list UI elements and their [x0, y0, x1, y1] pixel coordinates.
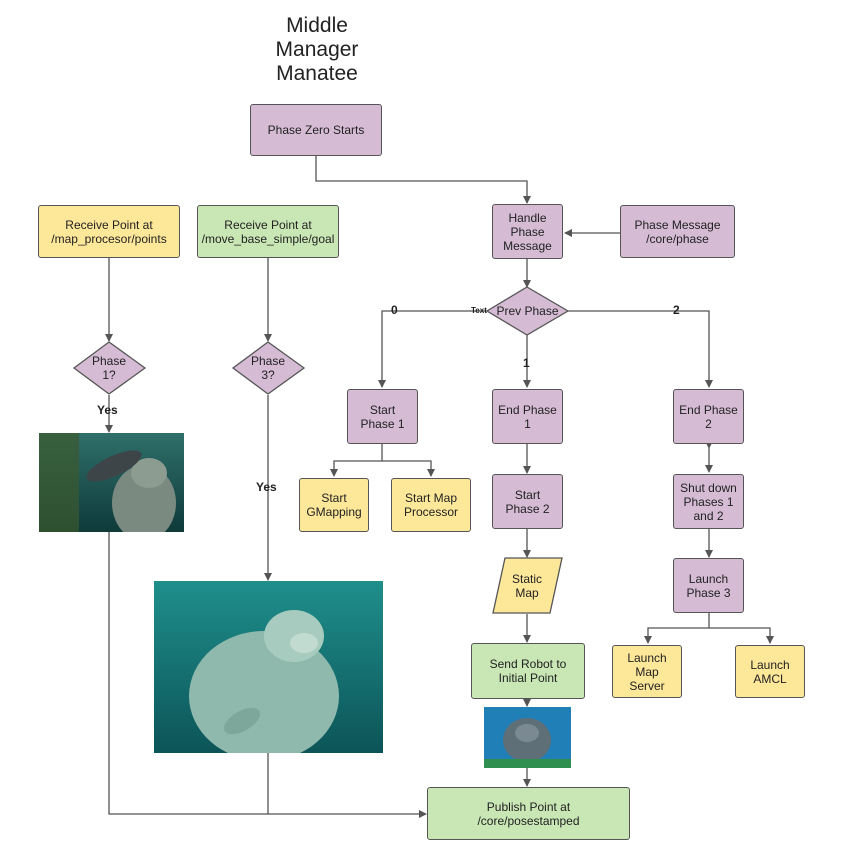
- node-handle-phase-message: Handle Phase Message: [492, 204, 563, 259]
- node-shut-down-phases: Shut down Phases 1 and 2: [673, 474, 744, 529]
- node-receive-point-map-processor: Receive Point at /map_procesor/points: [38, 205, 180, 258]
- edge-label-yes-middle: Yes: [256, 480, 277, 494]
- manatee-photo-middle: [154, 581, 383, 753]
- edge-prev-2: [568, 310, 713, 388]
- edge-sp1-gmapping: [330, 444, 383, 477]
- node-start-phase-1: Start Phase 1: [347, 389, 418, 444]
- edge-label-one: 1: [523, 356, 530, 370]
- edge-label-two: 2: [673, 303, 680, 317]
- node-launch-amcl: Launch AMCL: [735, 645, 805, 698]
- node-end-phase-2: End Phase 2: [673, 389, 744, 444]
- node-end-phase-1: End Phase 1: [492, 389, 563, 444]
- phase3-question-label: Phase 3?: [250, 354, 286, 382]
- diagram-title: Middle Manager Manatee: [275, 14, 359, 85]
- phase3-question-diamond: [231, 341, 306, 395]
- static-map-label: Static Map: [511, 572, 542, 600]
- static-map-shape: [492, 557, 563, 614]
- node-phase-zero-starts: Phase Zero Starts: [250, 104, 382, 156]
- node-launch-phase-3: Launch Phase 3: [673, 558, 744, 613]
- edge-l3-amcl: [709, 627, 774, 644]
- node-start-gmapping: Start GMapping: [299, 478, 369, 532]
- edge-l3-mapserver: [644, 613, 710, 644]
- node-publish-point: Publish Point at /core/posestamped: [427, 787, 630, 840]
- edge-leftimage-publish: [108, 532, 427, 818]
- edge-phasezero-handle: [315, 156, 531, 204]
- prev-phase-label: Prev Phase: [496, 304, 559, 318]
- node-send-robot-initial-point: Send Robot to Initial Point: [471, 643, 585, 699]
- phase1-question-diamond: [72, 341, 147, 395]
- edge-prev-0: [378, 310, 487, 388]
- prev-phase-diamond: [485, 286, 570, 336]
- edge-sp1-mapproc: [382, 460, 435, 477]
- manatee-photo-left: [39, 433, 184, 532]
- node-launch-map-server: Launch Map Server: [612, 645, 682, 698]
- edge-label-yes-left: Yes: [97, 403, 118, 417]
- phase1-question-label: Phase 1?: [91, 354, 127, 382]
- manatee-photo-left-art: [39, 433, 184, 532]
- manatee-photo-middle-art: [154, 581, 383, 753]
- node-start-map-processor: Start Map Processor: [391, 478, 471, 532]
- node-receive-point-move-base: Receive Point at /move_base_simple/goal: [197, 205, 339, 258]
- edge-label-zero: 0: [391, 303, 398, 317]
- node-start-phase-2: Start Phase 2: [492, 474, 563, 529]
- manatee-photo-right: [484, 707, 571, 768]
- node-phase-message: Phase Message /core/phase: [620, 205, 735, 258]
- edge-label-text: Text: [471, 306, 487, 315]
- manatee-photo-right-art: [484, 707, 571, 768]
